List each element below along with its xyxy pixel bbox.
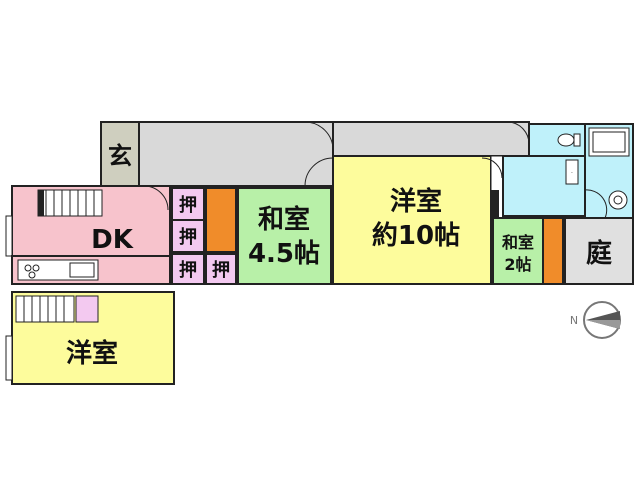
- corridor-right: [332, 121, 530, 157]
- compass-north-label: N: [570, 314, 578, 327]
- window: [5, 335, 13, 381]
- oshiire-label: 押: [179, 226, 197, 248]
- wall-block: [491, 190, 499, 218]
- stove-icon: [28, 271, 36, 279]
- bathtub-icon: [588, 127, 630, 157]
- oshiire-label: 押: [179, 259, 197, 281]
- washbasin-icon: ·: [565, 159, 579, 185]
- oshiire-label: 押: [212, 259, 230, 281]
- yoshitsu-lower-label: 洋室: [66, 338, 118, 369]
- washitsu-45-room: [237, 187, 332, 285]
- door-swing: [304, 157, 334, 187]
- window: [5, 215, 13, 257]
- closet-small: [75, 295, 99, 323]
- stove-icon: [32, 264, 40, 272]
- genkan-label: 玄: [108, 142, 132, 170]
- door-swing: [481, 157, 503, 179]
- door-swing: [584, 189, 608, 219]
- tatami-edge: [542, 217, 564, 285]
- oshiire-label: 押: [179, 194, 197, 216]
- washitsu-2-size: 2帖: [504, 255, 531, 274]
- stairs-icon: [37, 189, 103, 217]
- door-swing: [304, 121, 334, 151]
- washitsu-45-size: 4.5帖: [248, 239, 320, 269]
- washitsu-2-label: 和室: [502, 233, 534, 252]
- niwa-label: 庭: [586, 238, 612, 269]
- sink-icon: [69, 262, 95, 278]
- door-swing: [143, 185, 169, 211]
- washitsu-2-room: [492, 217, 544, 285]
- toilet-icon: [557, 133, 581, 147]
- washing-machine-icon: [608, 190, 628, 210]
- yoshitsu-10-room: [332, 155, 492, 285]
- washitsu-45-label: 和室: [258, 204, 310, 235]
- yoshitsu-10-label: 洋室: [390, 186, 442, 217]
- niwa-area: [564, 217, 634, 285]
- stove-icon: [24, 264, 32, 272]
- oshiire-group: [171, 187, 237, 285]
- yoshitsu-10-size: 約10帖: [372, 220, 460, 251]
- dk-label: DK: [91, 225, 134, 255]
- stairs-icon: [15, 295, 75, 323]
- compass-icon: [583, 301, 621, 339]
- svg-text:·: ·: [571, 170, 573, 177]
